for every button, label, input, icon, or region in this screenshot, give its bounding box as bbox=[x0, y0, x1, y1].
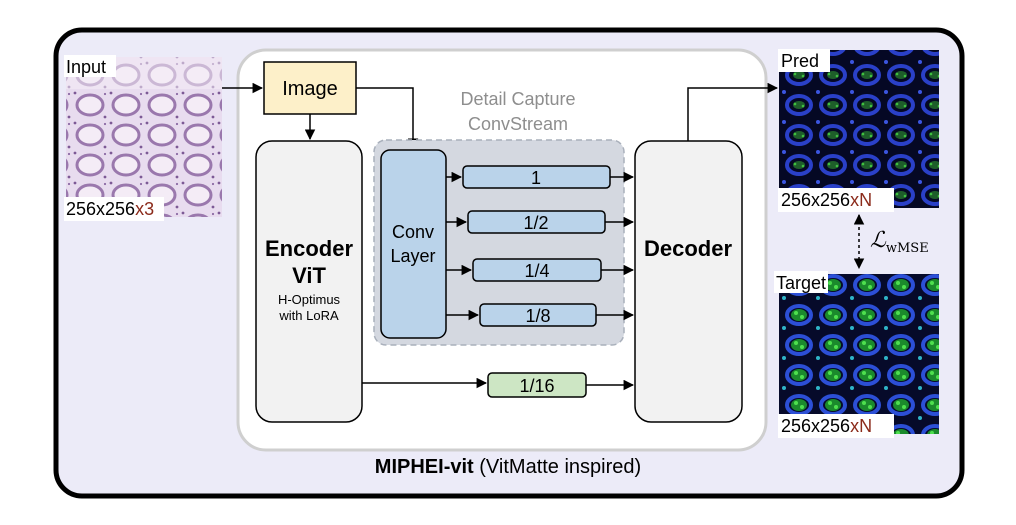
conv-layer-label-1: Conv bbox=[392, 222, 434, 242]
decoder-label: Decoder bbox=[644, 236, 732, 261]
scale-1-4-label: 1/4 bbox=[524, 261, 549, 281]
scale-1-8-label: 1/8 bbox=[525, 306, 550, 326]
input-size-bg bbox=[64, 197, 164, 221]
target-image bbox=[779, 274, 939, 434]
input-label: Input bbox=[66, 57, 106, 77]
pred-image bbox=[779, 50, 939, 208]
encoder-title-2: ViT bbox=[292, 263, 326, 288]
scale-1: 1 bbox=[462, 165, 611, 189]
encoder-sub-2: with LoRA bbox=[278, 308, 339, 323]
pred-size-base: 256x256 bbox=[781, 190, 850, 210]
diagram-title: MIPHEI-vit (VitMatte inspired) bbox=[375, 456, 641, 478]
pred-size-label: 256x256xN bbox=[781, 190, 872, 210]
pred-label-bg bbox=[778, 49, 830, 72]
loss-symbol: ℒ bbox=[870, 228, 887, 253]
input-size-label: 256x256x3 bbox=[66, 199, 154, 219]
target-size-label: 256x256xN bbox=[781, 416, 872, 436]
scale-1-2-label: 1/2 bbox=[523, 213, 548, 233]
pred-size-suffix: xN bbox=[850, 190, 872, 210]
detail-capture-title-1: Detail Capture bbox=[460, 89, 575, 109]
diagram-title-bold: MIPHEI-vit bbox=[375, 456, 474, 478]
encoder-vit-block bbox=[255, 140, 363, 423]
diagram-title-rest: (VitMatte inspired) bbox=[479, 456, 641, 478]
loss-subscript: wMSE bbox=[886, 241, 929, 256]
pred-label: Pred bbox=[781, 51, 819, 71]
scale-1-label: 1 bbox=[531, 168, 541, 188]
target-size-suffix: xN bbox=[850, 416, 872, 436]
conv-layer-block bbox=[380, 149, 447, 339]
scale-1-4: 1/4 bbox=[472, 258, 602, 282]
skip-scale-1-16: 1/16 bbox=[487, 372, 587, 398]
target-label: Target bbox=[776, 273, 826, 293]
input-image bbox=[66, 57, 222, 217]
loss-label: ℒwMSE bbox=[870, 228, 929, 256]
conv-layer-label-2: Layer bbox=[390, 246, 435, 266]
decoder-block bbox=[634, 140, 743, 423]
detail-capture-title-2: ConvStream bbox=[468, 114, 568, 134]
pred-size-bg bbox=[778, 188, 894, 212]
target-label-bg bbox=[774, 271, 828, 293]
input-label-bg bbox=[64, 55, 116, 77]
target-size-base: 256x256 bbox=[781, 416, 850, 436]
encoder-title-1: Encoder bbox=[265, 236, 353, 261]
scale-1-2: 1/2 bbox=[467, 210, 606, 234]
target-size-bg bbox=[778, 414, 894, 438]
encoder-sub-1: H-Optimus bbox=[278, 292, 341, 307]
arrow-decoder-to-pred bbox=[687, 82, 779, 141]
scale-1-8: 1/8 bbox=[479, 303, 597, 327]
image-box-label: Image bbox=[282, 78, 338, 100]
input-size-base: 256x256 bbox=[66, 199, 135, 219]
skip-scale-label: 1/16 bbox=[519, 376, 554, 396]
input-size-suffix: x3 bbox=[135, 199, 154, 219]
arrow-image-to-conv bbox=[356, 87, 419, 150]
